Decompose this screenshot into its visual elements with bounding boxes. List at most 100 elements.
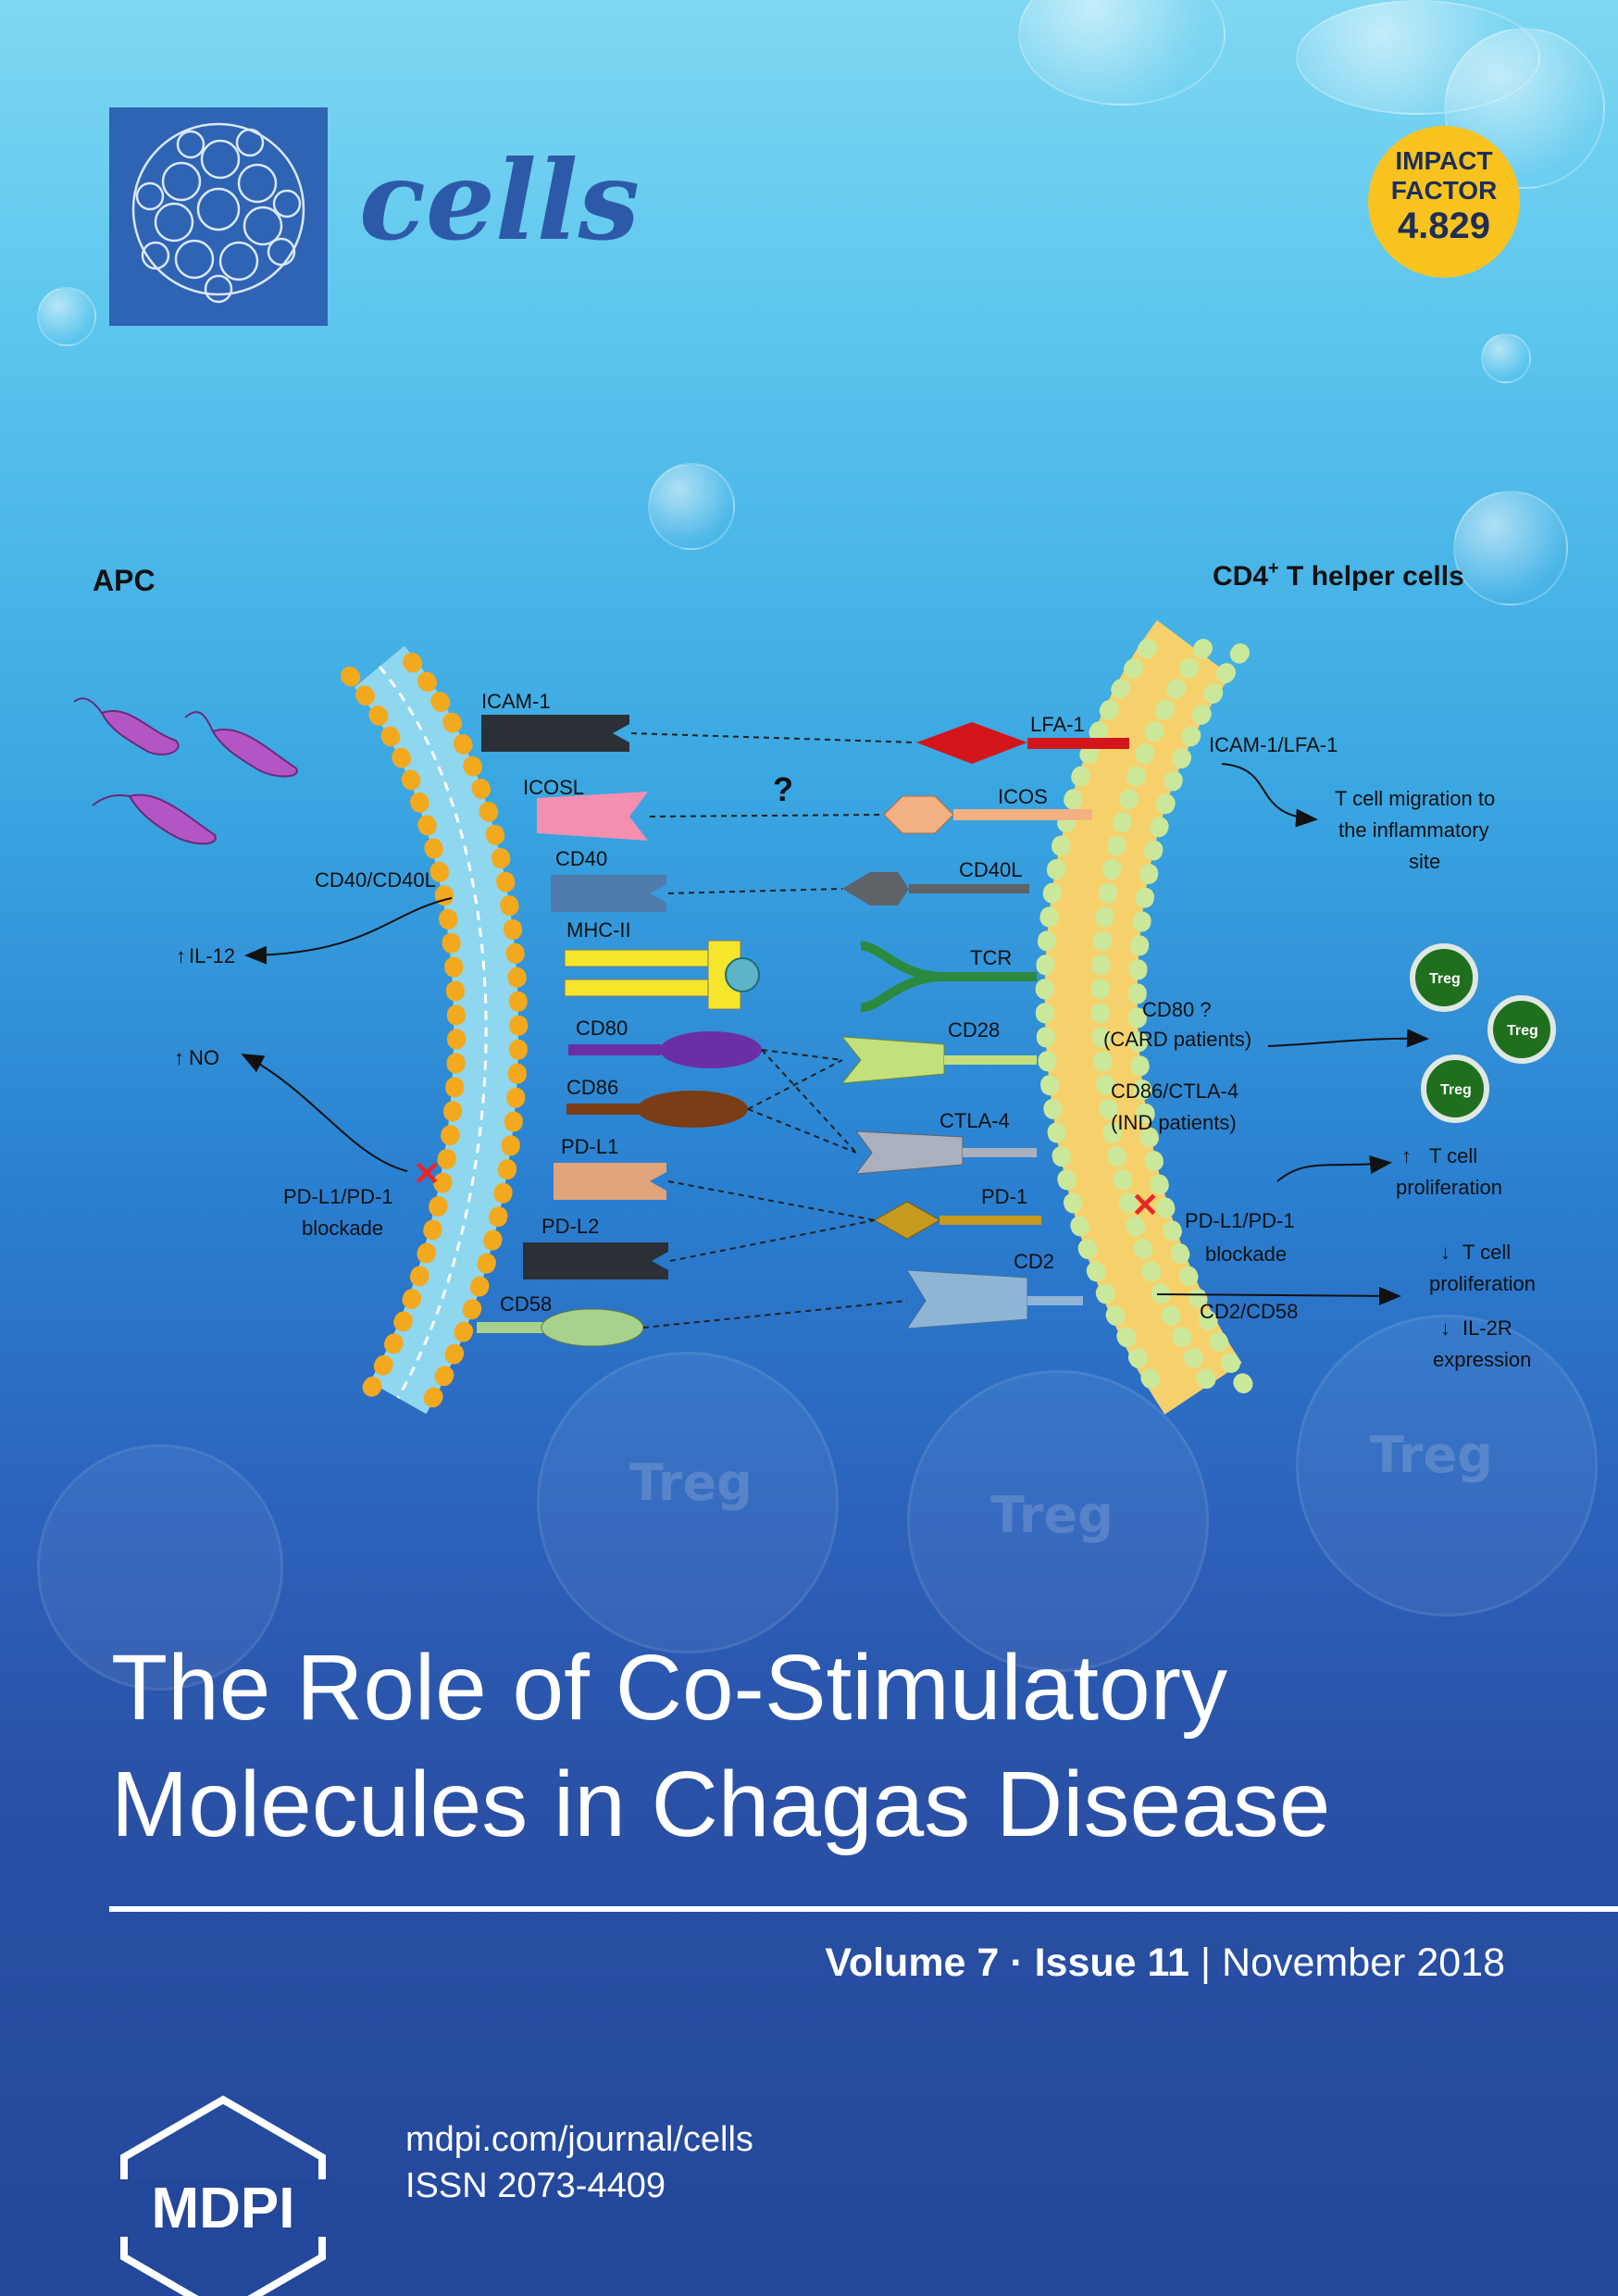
cd40-molecule: CD40 (551, 847, 666, 912)
volume-label: Volume 7 (825, 1940, 1000, 1985)
apc-label: APC (93, 564, 156, 597)
bg-ghost-cell (1296, 1315, 1598, 1616)
bg-ghost-treg-label: Treg (629, 1454, 753, 1512)
note-prolif-down-2: proliferation (1429, 1272, 1536, 1295)
note-migration-1: T cell migration to (1335, 787, 1495, 810)
cd40l-molecule: CD40L (842, 858, 1029, 905)
title-divider (109, 1906, 1618, 1912)
bg-bubble (1453, 491, 1568, 605)
arrow-down-icon: ↓ (1440, 1316, 1450, 1340)
impact-factor-value: 4.829 (1397, 206, 1491, 246)
costimulatory-diagram: APC CD4+ T helper cells ICAM-1 ICOSL (73, 558, 1556, 1415)
icam1-molecule: ICAM-1 (481, 690, 629, 752)
treg-cell: Treg (1487, 995, 1556, 1064)
t-helper-label: CD4+ T helper cells (1213, 558, 1464, 592)
arrow-up-icon: ↑ (174, 1046, 184, 1069)
block-x-icon: ✕ (413, 1154, 441, 1192)
apc-membrane-heads-outer (341, 667, 467, 1403)
ctla4-molecule: CTLA-4 (854, 1109, 1037, 1175)
svg-text:Treg: Treg (1429, 971, 1461, 987)
cd80-molecule: CD80 (568, 1017, 762, 1068)
svg-text:PD-1: PD-1 (981, 1185, 1027, 1208)
note-blockade-left-2: blockade (302, 1217, 383, 1240)
note-icam-lfa: ICAM-1/LFA-1 (1209, 733, 1338, 756)
question-mark: ? (773, 770, 793, 808)
svg-text:Treg: Treg (1507, 1023, 1538, 1039)
t-cell-membrane-heads-inner (1127, 643, 1259, 1403)
block-x-icon: ✕ (1131, 1186, 1159, 1224)
issue-separator: · (1010, 1940, 1024, 1985)
issue-info: Volume 7 · Issue 11 | November 2018 (825, 1940, 1505, 1986)
article-title-line2: Molecules in Chagas Disease (111, 1753, 1331, 1856)
svg-text:CD2: CD2 (1014, 1250, 1054, 1273)
impact-factor-label-1: IMPACT (1395, 146, 1493, 175)
treg-cell: Treg (1421, 1054, 1489, 1123)
svg-text:TCR: TCR (970, 946, 1012, 969)
svg-text:CD58: CD58 (500, 1292, 552, 1316)
pd1-molecule: PD-1 (873, 1185, 1041, 1240)
cd86-molecule: CD86 (566, 1076, 748, 1128)
bg-bubble (648, 463, 735, 550)
note-cd80-q: CD80 ? (1142, 998, 1212, 1021)
t-cell-membrane-core (1044, 620, 1242, 1415)
article-title: The Role of Co-Stimulatory Molecules in … (111, 1629, 1555, 1863)
bg-ghost-cell (37, 1444, 283, 1691)
note-blockade-right-1: PD-L1/PD-1 (1185, 1209, 1295, 1232)
issue-date: November 2018 (1222, 1940, 1505, 1985)
note-card: (CARD patients) (1103, 1028, 1251, 1051)
note-ind: (IND patients) (1111, 1111, 1237, 1134)
cd28-molecule: CD28 (840, 1018, 1037, 1084)
note-il2r-1: IL-2R (1462, 1316, 1512, 1340)
svg-text:Treg: Treg (1440, 1082, 1472, 1098)
bg-bubble (1018, 0, 1226, 106)
note-blockade-left-1: PD-L1/PD-1 (283, 1185, 393, 1208)
svg-text:CTLA-4: CTLA-4 (940, 1109, 1010, 1132)
cd58-molecule: CD58 (477, 1292, 644, 1347)
note-no: NO (189, 1046, 219, 1069)
trypanosome-icon (73, 697, 298, 845)
pdl1-molecule: PD-L1 (554, 1135, 666, 1200)
svg-text:CD40: CD40 (555, 847, 607, 870)
tcr-molecule: TCR (860, 942, 1037, 1012)
issue-number: Issue 11 (1034, 1940, 1189, 1985)
arrow-down-icon: ↓ (1440, 1241, 1450, 1264)
t-cell-membrane-heads-outer (1035, 639, 1166, 1398)
svg-text:ICOS: ICOS (998, 785, 1048, 808)
bg-bubble (1481, 333, 1531, 383)
bg-ghost-cell (537, 1352, 839, 1653)
icos-molecule: ICOS (883, 785, 1092, 834)
bg-ghost-treg-label: Treg (1370, 1426, 1493, 1484)
lfa1-molecule: LFA-1 (916, 713, 1129, 764)
journal-name: cells (359, 136, 641, 265)
icosl-molecule: ICOSL (523, 776, 648, 841)
interaction-lines (630, 732, 917, 1329)
note-prolif-up-2: proliferation (1396, 1176, 1502, 1199)
article-title-line1: The Role of Co-Stimulatory (111, 1636, 1228, 1740)
issn: ISSN 2073-4409 (405, 2166, 666, 2205)
mdpi-logo[interactable]: MDPI (107, 2094, 339, 2296)
journal-url[interactable]: mdpi.com/journal/cells (405, 2120, 753, 2159)
svg-text:ICAM-1: ICAM-1 (481, 690, 551, 713)
svg-text:PD-L1: PD-L1 (561, 1135, 618, 1158)
issue-bar: | (1200, 1940, 1212, 1985)
svg-text:CD86: CD86 (566, 1076, 618, 1099)
note-cd40-cd40l: CD40/CD40L (315, 868, 436, 892)
cd2-molecule: CD2 (906, 1250, 1083, 1329)
note-prolif-down-1: T cell (1462, 1241, 1511, 1264)
note-il2r-2: expression (1433, 1348, 1531, 1371)
bg-ghost-cell (907, 1370, 1209, 1672)
apc-membrane-core (354, 645, 519, 1415)
svg-text:CD80: CD80 (576, 1017, 628, 1040)
note-cd2-cd58: CD2/CD58 (1200, 1300, 1298, 1323)
svg-text:LFA-1: LFA-1 (1030, 713, 1085, 736)
journal-logo[interactable] (109, 107, 328, 326)
svg-text:CD28: CD28 (948, 1018, 1000, 1042)
note-migration-3: site (1409, 850, 1440, 873)
arrow-up-icon: ↑ (1401, 1144, 1412, 1167)
mdpi-logo-text: MDPI (152, 2177, 295, 2240)
impact-factor-label-2: FACTOR (1390, 176, 1498, 205)
arrow-up-icon: ↑ (176, 944, 186, 967)
hexagon-icon (120, 2095, 326, 2296)
svg-text:ICOSL: ICOSL (523, 776, 584, 799)
